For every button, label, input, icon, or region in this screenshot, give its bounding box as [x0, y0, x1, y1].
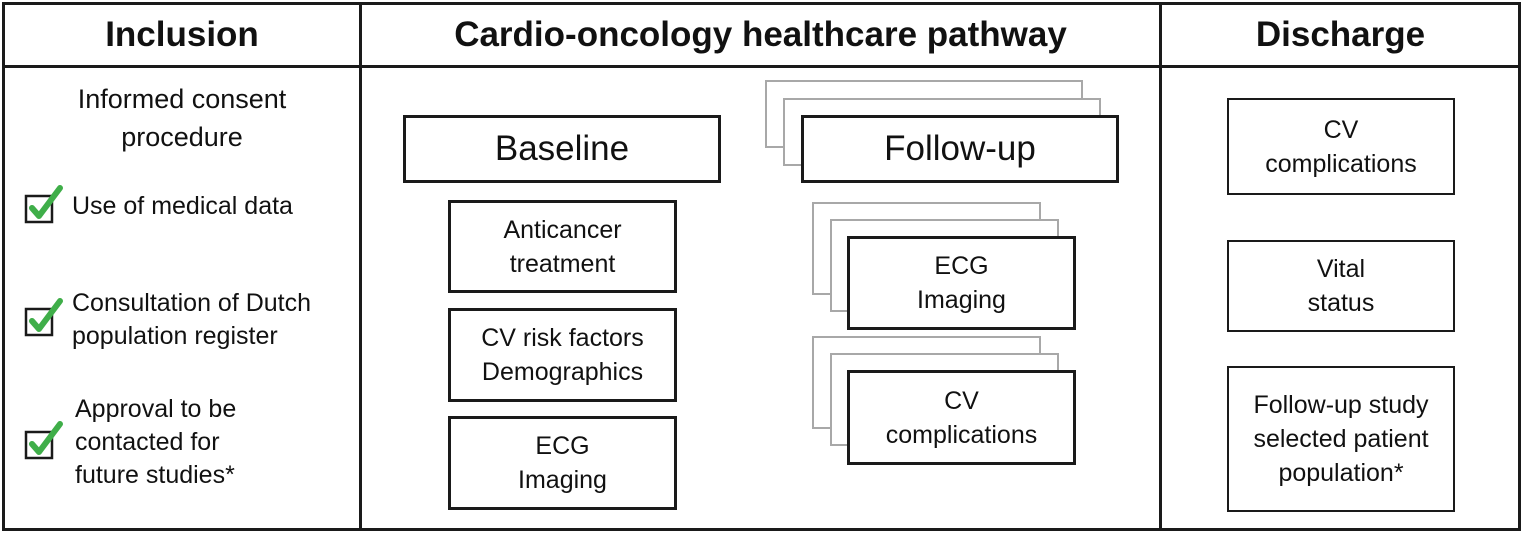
box-line: Imaging: [518, 466, 607, 494]
inclusion-item-medical-data: Use of medical data: [24, 184, 293, 223]
consent-title-line: Informed consent: [77, 84, 287, 114]
consent-title-line: procedure: [121, 122, 243, 152]
box-line: Demographics: [481, 358, 644, 386]
box-line: ECG: [535, 432, 590, 460]
checkbox-checked-icon: [24, 420, 63, 459]
discharge-followup-study-box: Follow-up study selected patient populat…: [1227, 366, 1455, 512]
inclusion-item-future-studies: Approval to be contacted for future stud…: [24, 393, 236, 492]
inclusion-item-line: future studies*: [75, 461, 235, 489]
followup-ecg-imaging-box: ECG Imaging: [847, 236, 1076, 330]
box-line: Imaging: [917, 286, 1006, 314]
header-discharge: Discharge: [1255, 15, 1426, 54]
header-divider: [2, 65, 1521, 68]
header-pathway: Cardio-oncology healthcare pathway: [454, 15, 1067, 54]
followup-box: Follow-up: [801, 115, 1119, 183]
header-inclusion: Inclusion: [105, 15, 259, 54]
box-line: Vital: [1316, 255, 1366, 283]
column-divider-right: [1159, 2, 1162, 531]
inclusion-item-line: Use of medical data: [72, 192, 293, 220]
consent-title: Informed consent procedure: [5, 80, 359, 156]
inclusion-item-line: contacted for: [75, 428, 220, 456]
box-line: complications: [1265, 149, 1417, 178]
box-line: CV: [1323, 115, 1359, 144]
baseline-box: Baseline: [403, 115, 721, 183]
box-line: CV risk factors: [481, 324, 644, 352]
box-line: Anticancer: [503, 215, 622, 244]
followup-cv-complications-box: CV complications: [847, 370, 1076, 465]
inclusion-item-line: Approval to be: [75, 395, 237, 423]
inclusion-item-line: Consultation of Dutch: [72, 289, 312, 317]
box-line: CV: [944, 386, 979, 415]
box-line: Follow-up study: [1253, 391, 1429, 419]
discharge-vital-status-box: Vital status: [1227, 240, 1455, 332]
box-line: population*: [1278, 459, 1404, 487]
inclusion-item-population-register: Consultation of Dutch population registe…: [24, 287, 311, 353]
baseline-anticancer-box: Anticancer treatment: [448, 200, 677, 293]
inclusion-item-line: population register: [72, 322, 278, 350]
checkbox-checked-icon: [24, 298, 63, 337]
baseline-ecg-imaging-box: ECG Imaging: [448, 416, 677, 510]
followup-title: Follow-up: [884, 129, 1036, 168]
baseline-risk-factors-box: CV risk factors Demographics: [448, 308, 677, 402]
checkbox-checked-icon: [24, 184, 63, 223]
box-line: treatment: [509, 249, 616, 278]
discharge-cv-complications-box: CV complications: [1227, 98, 1455, 195]
box-line: selected patient: [1253, 425, 1429, 453]
box-line: ECG: [934, 252, 989, 280]
column-divider-left: [359, 2, 362, 531]
baseline-title: Baseline: [494, 129, 630, 168]
box-line: complications: [885, 420, 1038, 449]
box-line: status: [1307, 289, 1375, 317]
